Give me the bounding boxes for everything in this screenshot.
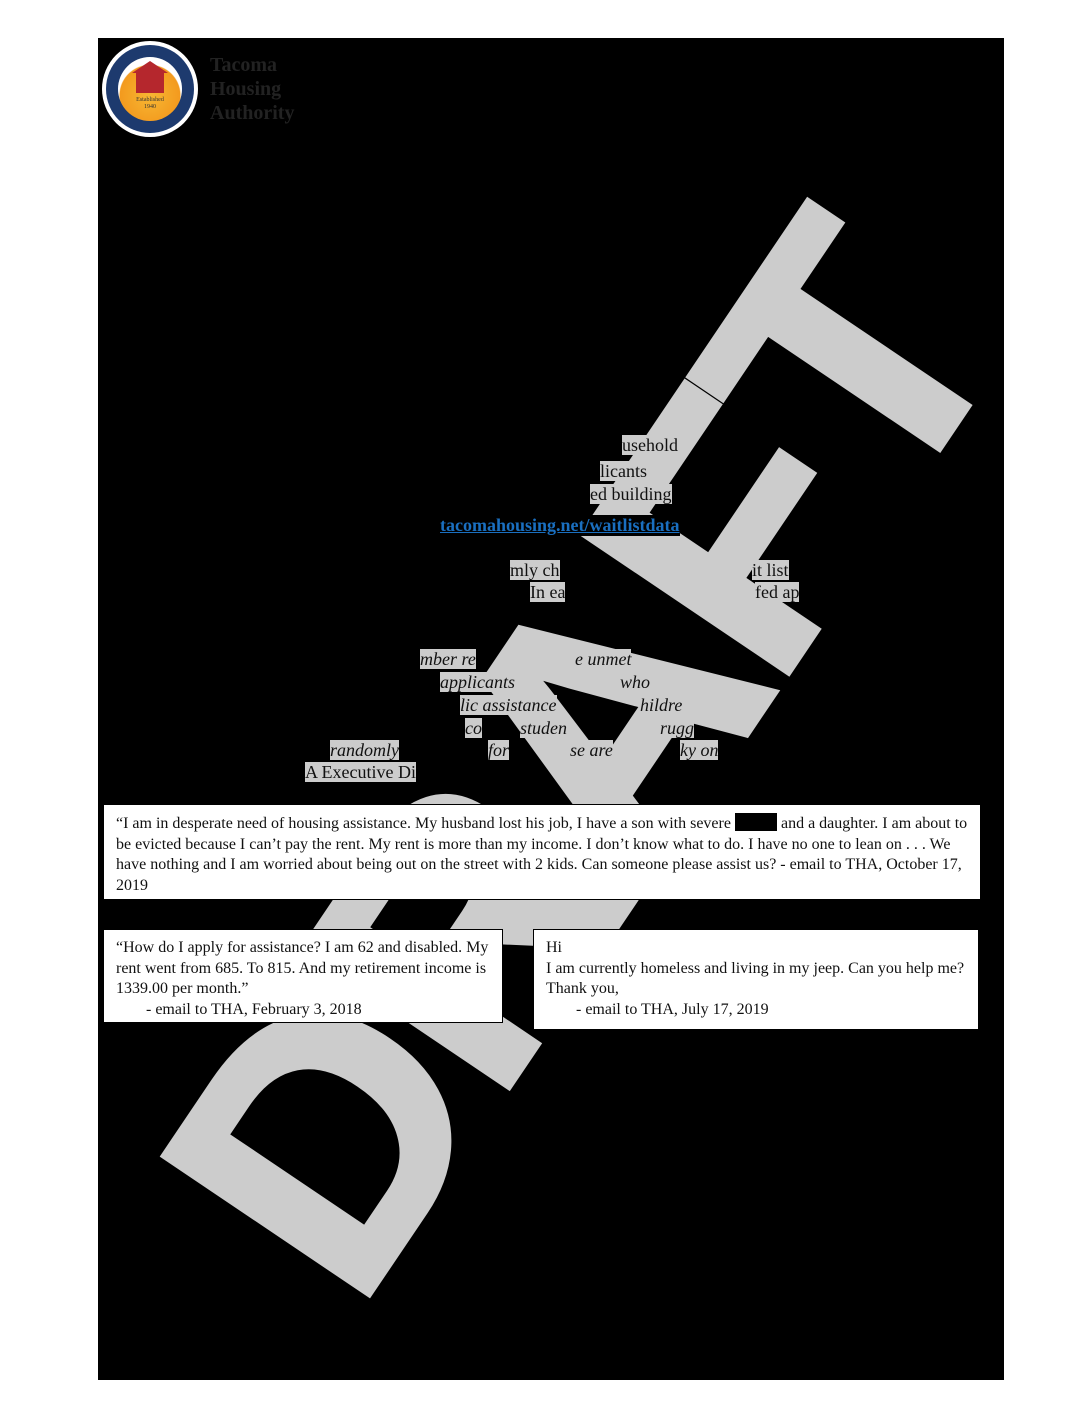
text-fragment: who — [620, 672, 651, 692]
text-fragment: applicants — [440, 672, 515, 692]
text-fragment: usehold — [622, 435, 678, 455]
text-fragment: A Executive Di — [305, 762, 416, 782]
text-fragment: hildre — [640, 695, 683, 715]
text-fragment: for — [488, 740, 510, 760]
text-fragment: mber re — [420, 649, 476, 669]
text-fragment: studen — [520, 718, 567, 738]
text-fragment: lic assistance — [460, 695, 557, 715]
tha-logo: Established 1940 — [102, 41, 198, 137]
quote-box: “How do I apply for assistance? I am 62 … — [103, 929, 503, 1023]
text-fragment: In ea — [530, 582, 566, 602]
text-fragment: licants — [600, 461, 647, 481]
text-fragment: ky on — [680, 740, 719, 760]
quote-box: “I am in desperate need of housing assis… — [103, 804, 981, 900]
text-fragment: e unmet — [575, 649, 632, 669]
waitlist-data-link[interactable]: tacomahousing.net/waitlistdata — [440, 515, 680, 536]
text-fragment: it list — [752, 560, 789, 580]
redaction-mark — [734, 813, 777, 831]
text-fragment: rugg — [660, 718, 695, 738]
text-fragment: co — [465, 718, 482, 738]
text-fragment: se are — [570, 740, 613, 760]
quote-box: Hi I am currently homeless and living in… — [533, 929, 979, 1030]
text-fragment: ed building — [590, 484, 672, 504]
text-fragment: randomly — [330, 740, 399, 760]
text-fragment: fed ap — [755, 582, 800, 602]
text-fragment: mly ch — [510, 560, 560, 580]
